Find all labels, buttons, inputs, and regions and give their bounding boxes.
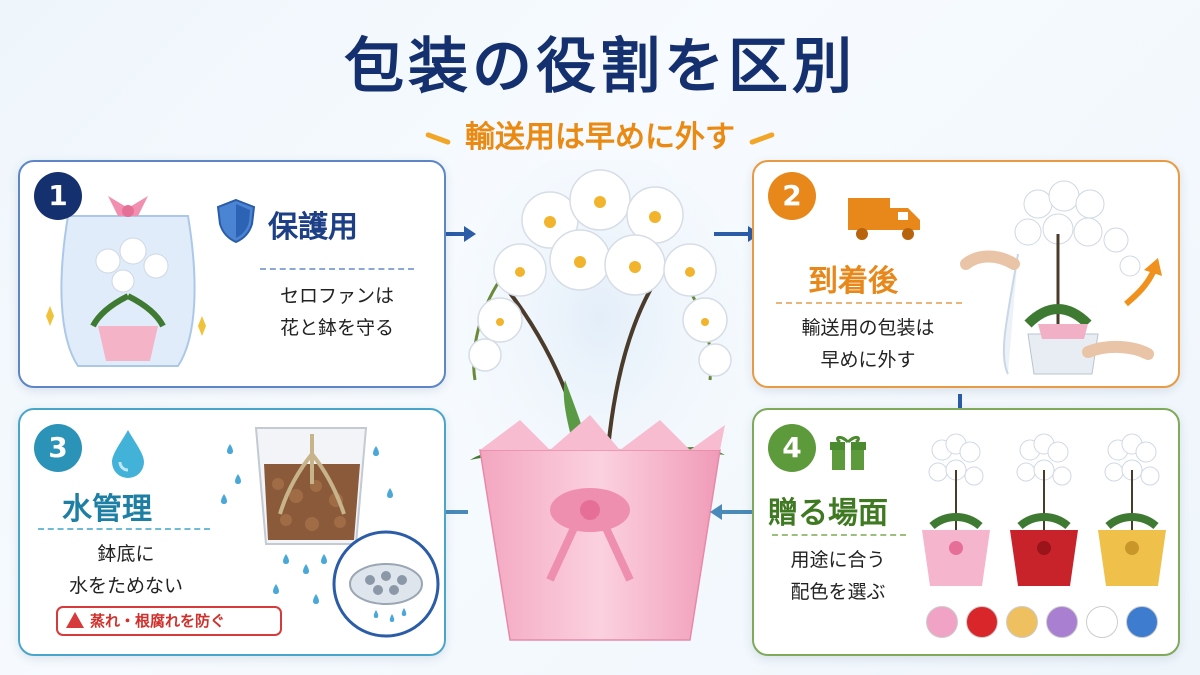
card-after-arrival: 2 到着後 輸送用の包装は 早めに外す: [752, 160, 1180, 388]
color-swatch-white: [1086, 606, 1118, 638]
step-number-4: 4: [768, 424, 816, 472]
color-swatch-purple: [1046, 606, 1078, 638]
water-drop-icon: [112, 430, 144, 478]
card-gifting: 4 贈る場面 用途に合う 配色を選ぶ: [752, 408, 1180, 656]
card-4-line-1: 用途に合う: [790, 549, 886, 571]
unwrapping-orchid-image: [960, 180, 1162, 375]
subtitle-text: 輸送用は早めに外す: [465, 120, 735, 155]
wrapped-orchids-color-variants-image: [922, 433, 1166, 586]
step-number-2: 2: [768, 172, 816, 220]
card-2-line-1: 輸送用の包装は: [801, 317, 935, 339]
card-2-divider: [776, 302, 962, 304]
shield-icon: [216, 198, 256, 244]
warning-icon: [66, 612, 84, 628]
card-1-heading: 保護用: [268, 210, 358, 245]
card-1-line-1: セロファンは: [279, 285, 394, 307]
color-swatch-blue: [1126, 606, 1158, 638]
card-3-divider: [38, 528, 210, 530]
warning-text: 蒸れ・根腐れを防ぐ: [90, 612, 226, 630]
card-1-description: セロファンは 花と鉢を守る: [246, 280, 428, 344]
card-1-divider: [260, 268, 414, 270]
delivery-truck-icon: [848, 198, 920, 240]
color-swatch-red: [966, 606, 998, 638]
card-4-line-2: 配色を選ぶ: [790, 581, 886, 603]
card-3-description: 鉢底に 水をためない: [30, 538, 222, 602]
card-4-description: 用途に合う 配色を選ぶ: [758, 544, 918, 608]
color-swatch-pink: [926, 606, 958, 638]
card-3-line-2: 水をためない: [68, 575, 183, 597]
step-number-1: 1: [34, 172, 82, 220]
warning-badge: 蒸れ・根腐れを防ぐ: [56, 606, 282, 636]
card-1-line-2: 花と鉢を守る: [279, 317, 394, 339]
subtitle-accent-left: [424, 131, 452, 146]
card-3-line-1: 鉢底に: [97, 543, 155, 565]
card-3-heading: 水管理: [62, 492, 152, 527]
cellophane-wrapped-orchid-image: [46, 196, 206, 367]
page-subtitle: 輸送用は早めに外す: [0, 112, 1200, 156]
pot-drainage-image: [221, 427, 440, 638]
color-swatch-gold: [1006, 606, 1038, 638]
card-2-heading: 到着後: [808, 264, 898, 299]
arrow-4-to-center: [710, 504, 756, 520]
subtitle-accent-right: [748, 131, 776, 146]
gift-icon: [830, 435, 866, 470]
card-4-heading: 贈る場面: [768, 496, 888, 531]
card-water-management: 3 水管理 鉢底に 水をためない 蒸れ・根腐れを防ぐ: [18, 408, 446, 656]
page-title: 包装の役割を区別: [344, 32, 856, 102]
orchid-illustration: [440, 160, 760, 641]
step-number-3: 3: [34, 424, 82, 472]
card-2-line-2: 早めに外す: [820, 349, 916, 371]
card-protection: 1 保護用 セロファンは 花と鉢を守る: [18, 160, 446, 388]
card-4-divider: [772, 534, 906, 536]
card-2-description: 輸送用の包装は 早めに外す: [768, 312, 968, 376]
